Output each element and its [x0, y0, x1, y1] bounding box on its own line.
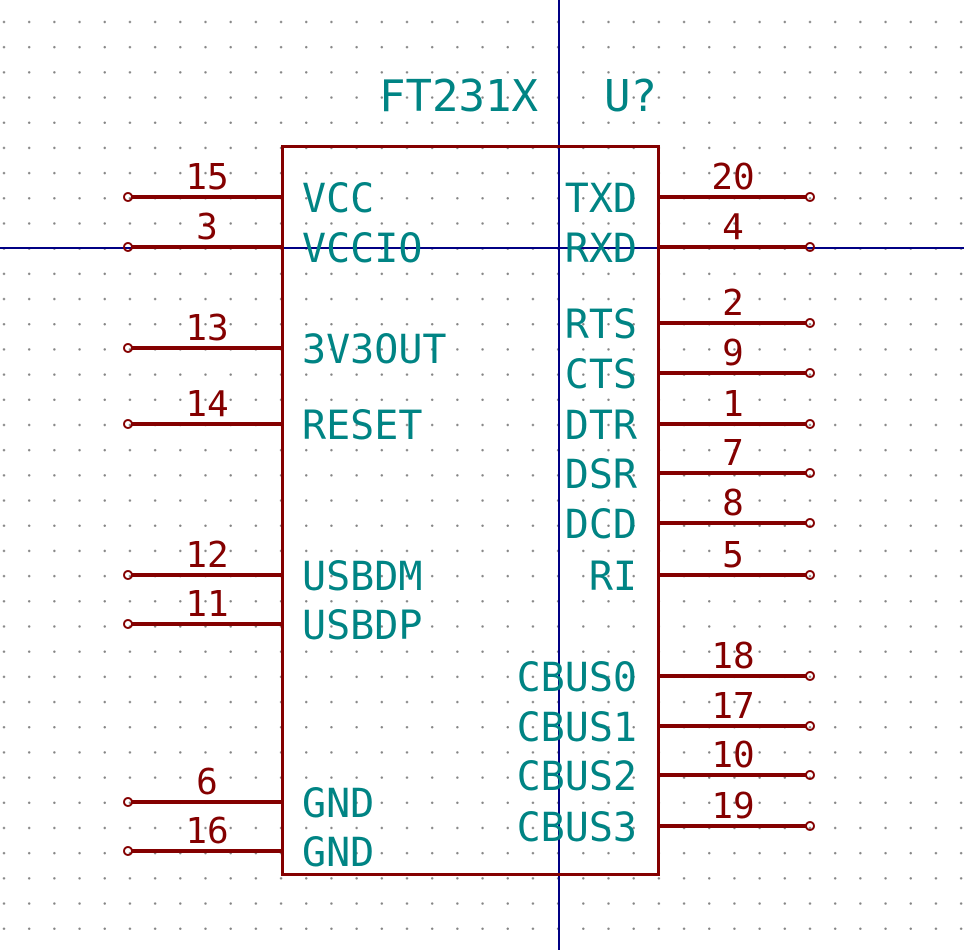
pin-endpoint-circle[interactable]: [123, 797, 133, 807]
pin-line[interactable]: [659, 245, 807, 249]
pin-name: RESET: [302, 403, 423, 449]
pin-number: 4: [722, 207, 744, 248]
pin-endpoint-circle[interactable]: [123, 570, 133, 580]
pin-line[interactable]: [659, 371, 807, 375]
pin-number: 2: [722, 283, 744, 324]
pin-endpoint-circle[interactable]: [123, 343, 133, 353]
pin-line[interactable]: [131, 800, 283, 804]
pin-endpoint-circle[interactable]: [805, 192, 815, 202]
pin-name: TXD: [564, 176, 637, 222]
pin-endpoint-circle[interactable]: [123, 619, 133, 629]
pin-endpoint-circle[interactable]: [805, 318, 815, 328]
pin-line[interactable]: [659, 321, 807, 325]
pin-line[interactable]: [659, 521, 807, 525]
pin-name: CBUS2: [516, 754, 637, 800]
pin-name: VCCIO: [302, 226, 423, 272]
pin-name: 3V3OUT: [302, 327, 447, 373]
pin-line[interactable]: [131, 245, 283, 249]
component-reference-label[interactable]: U?: [604, 71, 657, 122]
pin-line[interactable]: [659, 824, 807, 828]
pin-line[interactable]: [659, 773, 807, 777]
pin-number: 8: [722, 483, 744, 524]
pin-number: 12: [185, 535, 229, 576]
pin-name: USBDM: [302, 554, 423, 600]
pin-endpoint-circle[interactable]: [805, 468, 815, 478]
pin-endpoint-circle[interactable]: [123, 846, 133, 856]
pin-line[interactable]: [131, 849, 283, 853]
pin-endpoint-circle[interactable]: [123, 192, 133, 202]
pin-number: 1: [722, 384, 744, 425]
pin-number: 7: [722, 433, 744, 474]
pin-endpoint-circle[interactable]: [805, 419, 815, 429]
pin-number: 15: [185, 157, 229, 198]
pin-endpoint-circle[interactable]: [805, 368, 815, 378]
pin-line[interactable]: [131, 195, 283, 199]
pin-line[interactable]: [659, 724, 807, 728]
pin-line[interactable]: [659, 573, 807, 577]
pin-endpoint-circle[interactable]: [805, 721, 815, 731]
pin-number: 10: [711, 735, 755, 776]
pin-number: 6: [196, 762, 218, 803]
pin-name: CBUS1: [516, 705, 637, 751]
pin-number: 16: [185, 811, 229, 852]
pin-number: 14: [185, 384, 229, 425]
pin-name: GND: [302, 781, 375, 827]
pin-line[interactable]: [131, 622, 283, 626]
pin-name: USBDP: [302, 603, 423, 649]
pin-endpoint-circle[interactable]: [805, 242, 815, 252]
pin-endpoint-circle[interactable]: [805, 770, 815, 780]
crosshair-horizontal-line: [0, 246, 964, 249]
pin-name: DCD: [564, 502, 637, 548]
component-value-label[interactable]: FT231X: [379, 71, 538, 122]
pin-number: 11: [185, 584, 229, 625]
pin-line[interactable]: [659, 471, 807, 475]
pin-name: GND: [302, 830, 375, 876]
pin-line[interactable]: [131, 346, 283, 350]
pin-endpoint-circle[interactable]: [805, 671, 815, 681]
pin-endpoint-circle[interactable]: [123, 419, 133, 429]
pin-name: RI: [588, 554, 637, 600]
pin-endpoint-circle[interactable]: [805, 821, 815, 831]
crosshair-vertical-line: [557, 0, 561, 950]
pin-line[interactable]: [659, 674, 807, 678]
pin-name: DTR: [564, 403, 637, 449]
pin-name: VCC: [302, 176, 375, 222]
pin-number: 20: [711, 157, 755, 198]
pin-endpoint-circle[interactable]: [805, 518, 815, 528]
pin-number: 18: [711, 636, 755, 677]
pin-name: CTS: [564, 352, 637, 398]
pin-number: 17: [711, 686, 755, 727]
pin-endpoint-circle[interactable]: [805, 570, 815, 580]
pin-name: RXD: [564, 226, 637, 272]
pin-number: 3: [196, 207, 218, 248]
pin-name: CBUS0: [516, 655, 637, 701]
pin-line[interactable]: [131, 422, 283, 426]
pin-line[interactable]: [659, 422, 807, 426]
pin-number: 19: [711, 786, 755, 827]
component-body[interactable]: [281, 145, 660, 876]
pin-number: 9: [722, 333, 744, 374]
pin-name: DSR: [564, 452, 637, 498]
pin-name: RTS: [564, 302, 637, 348]
pin-endpoint-circle[interactable]: [123, 242, 133, 252]
pin-number: 13: [185, 308, 229, 349]
pin-line[interactable]: [659, 195, 807, 199]
pin-number: 5: [722, 535, 744, 576]
pin-line[interactable]: [131, 573, 283, 577]
pin-name: CBUS3: [516, 805, 637, 851]
